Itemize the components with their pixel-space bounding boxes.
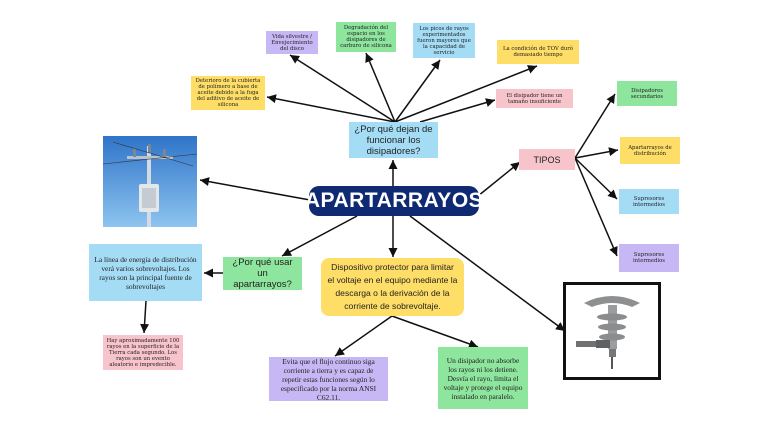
reason-polymer-deterioration: Deterioro de la cubierta de polímero a b…: [191, 76, 265, 110]
reason-space-degradation: Degradación del espacio en los disipador…: [336, 22, 396, 52]
surge-arrester-photo: [563, 282, 661, 380]
central-topic: APARTARRAYOS: [305, 186, 483, 216]
lightning-fact: Hay aproximadamente 100 rayos en la supe…: [103, 335, 183, 370]
tipo-distribucion: Apartarrayos de distribución: [620, 137, 680, 164]
question-why-use: ¿Por qué usar un apartarrayos?: [223, 257, 302, 290]
definition: Dispositivo protector para limitar el vo…: [321, 258, 464, 316]
function-deflects: Un disipador no absorbe los rayos ni los…: [438, 347, 528, 409]
reason-wildlife-aging: Vida silvestre / Envejecimiento del disc…: [266, 31, 318, 54]
tipos-node: TIPOS: [519, 149, 575, 170]
why-use-explanation: La línea de energía de distribución verá…: [89, 244, 202, 301]
tipo-intermedios-1: Supresores intermedios: [619, 189, 679, 214]
utility-pole-photo: [102, 136, 198, 227]
tipo-intermedios-2: Supresores intermedios: [619, 244, 679, 272]
tipo-secundarios: Disipadores secundarios: [617, 81, 677, 106]
function-ansi: Evita que el flujo continuo siga corrien…: [269, 357, 388, 402]
reason-lightning-peaks: Los picos de rayos experimentados fueron…: [413, 23, 475, 58]
question-why-fail: ¿Por qué dejan de funcionar los disipado…: [349, 122, 438, 158]
reason-undersized: El disipador tiene un tamaño insuficient…: [496, 89, 573, 108]
reason-tov-duration: La condición de TOV durò demasiado tiemp…: [497, 40, 579, 64]
